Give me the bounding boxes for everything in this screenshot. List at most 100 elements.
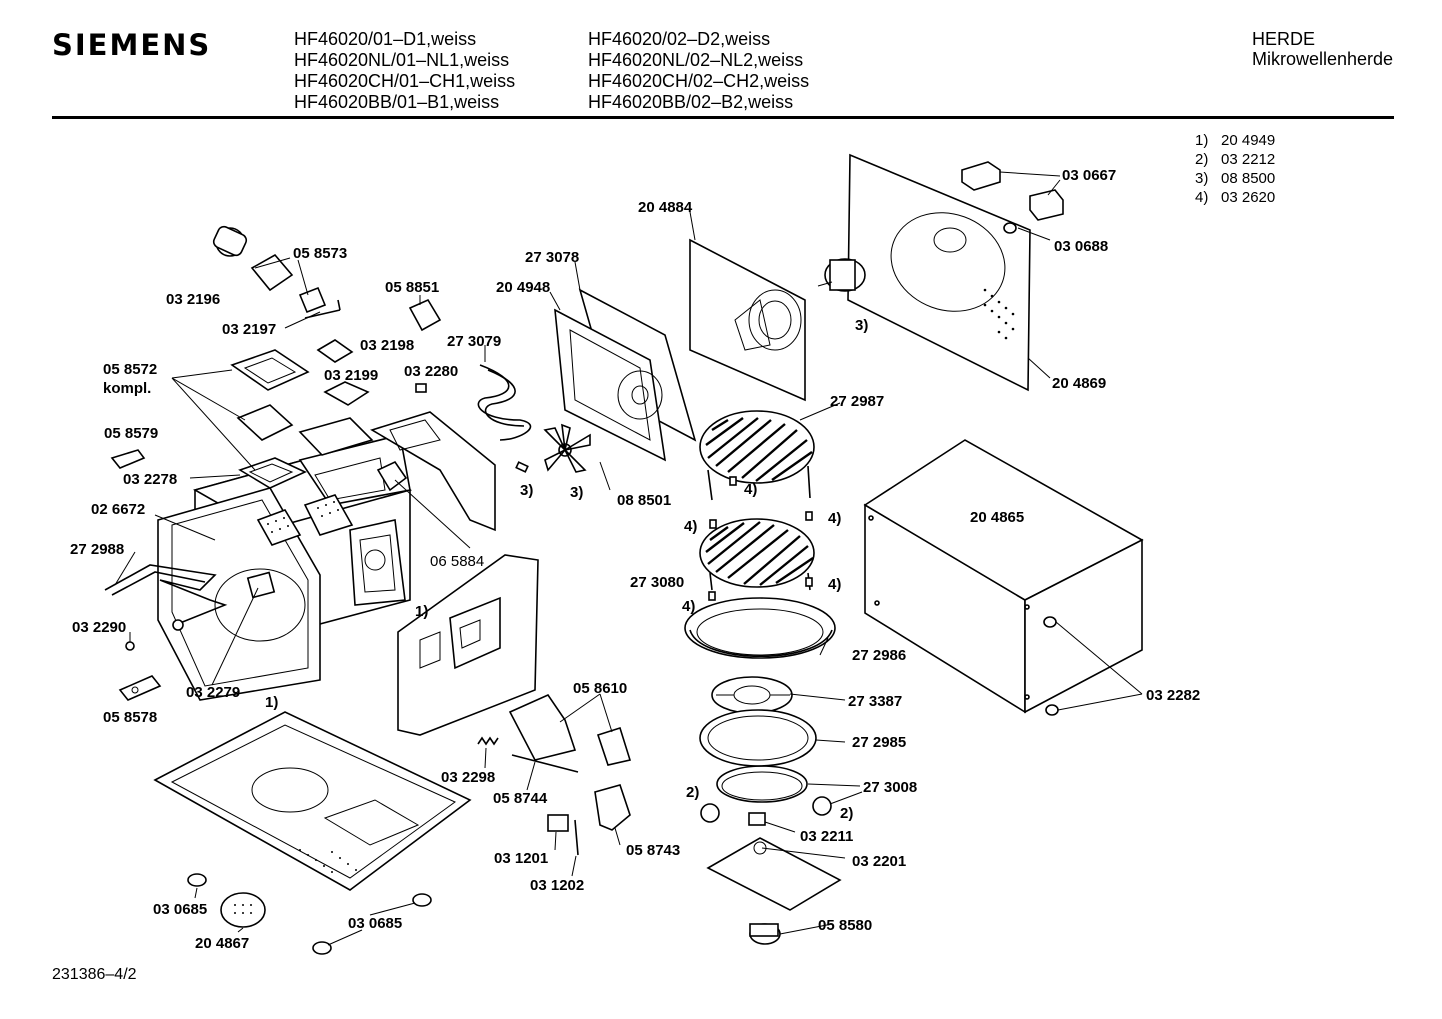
part-label: 05 8579 — [104, 425, 158, 442]
part-label: 03 0685 — [153, 901, 207, 918]
ref-mark: 1) — [265, 694, 278, 711]
part-label: 05 8743 — [626, 842, 680, 859]
lower-grill-rack — [699, 511, 815, 601]
model-entry: HF46020CH/02–CH2,weiss — [588, 71, 810, 91]
legend-row: 1)20 4949 — [1195, 132, 1276, 149]
top-grill-rack — [699, 410, 815, 501]
ref-mark: 3) — [570, 484, 583, 501]
part-label: 05 8572 — [103, 361, 157, 378]
door-latch — [594, 784, 631, 831]
connector-block — [961, 161, 1064, 234]
ref-mark: 2) — [686, 784, 699, 801]
ref-mark: 4) — [684, 518, 697, 535]
thermostat-clip — [574, 819, 579, 856]
part-label: kompl. — [103, 380, 151, 397]
part-label: 03 2279 — [186, 684, 240, 701]
glass-tray — [699, 709, 817, 767]
switch-plate — [323, 381, 370, 406]
heating-element — [477, 364, 532, 441]
header-rule — [52, 116, 1394, 119]
legend-row: 4)03 2620 — [1195, 189, 1276, 206]
part-label: 05 8580 — [818, 917, 872, 934]
fan-cover — [554, 288, 697, 462]
ref-mark: 2) — [840, 805, 853, 822]
part-label: 03 2290 — [72, 619, 126, 636]
legend-row: 3)08 8500 — [1195, 170, 1276, 187]
model-list-2: HF46020/02–D2,weiss HF46020NL/02–NL2,wei… — [588, 29, 809, 113]
part-label: 03 0685 — [348, 915, 402, 932]
turntable-plate — [684, 597, 836, 659]
outer-case — [863, 439, 1144, 716]
brand-logo: SIEMENS — [52, 28, 212, 62]
part-label: 20 4865 — [970, 509, 1024, 526]
grill-element — [104, 564, 228, 631]
part-label: 03 2211 — [800, 828, 853, 845]
part-label: 03 2298 — [441, 769, 495, 786]
control-panel-board — [397, 554, 539, 736]
motor-plate — [706, 837, 842, 911]
category-block: HERDE Mikrowellenherde — [1252, 29, 1393, 69]
part-number-labels: 03 0667 03 0688 20 4884 05 8573 03 2196 … — [70, 167, 1200, 952]
magnetron-bracket — [508, 693, 632, 766]
ref-mark: 3) — [855, 317, 868, 334]
part-label: 03 1202 — [530, 877, 584, 894]
linkage-rod — [511, 754, 579, 773]
ref-mark: 3) — [520, 482, 533, 499]
switch-bracket — [408, 298, 442, 332]
model-entry: HF46020/02–D2,weiss — [588, 29, 771, 49]
model-entry: HF46020/01–D1,weiss — [294, 29, 477, 49]
part-label: 03 2201 — [852, 853, 906, 870]
lamp-assembly — [212, 225, 341, 319]
rear-panel — [847, 153, 1031, 392]
model-entry: HF46020CH/01–CH1,weiss — [294, 71, 516, 91]
part-label: 03 1201 — [494, 850, 548, 867]
part-label: 27 2988 — [70, 541, 124, 558]
fuse-holder — [415, 383, 427, 393]
door-hook — [110, 449, 146, 469]
model-list-1: HF46020/01–D1,weiss HF46020NL/01–NL1,wei… — [294, 29, 515, 113]
footnote-legend: 1)20 4949 2)03 2212 3)08 8500 4)03 2620 — [1195, 131, 1275, 207]
vent-assembly — [230, 349, 310, 489]
fan-wheel — [543, 423, 591, 473]
fan-motor — [817, 258, 866, 292]
air-filter — [220, 892, 266, 928]
thermostat — [547, 814, 569, 832]
ref-mark: 4) — [828, 576, 841, 593]
turntable-coupling — [748, 812, 766, 826]
spacer-part — [515, 461, 529, 473]
rubber-feet — [187, 873, 432, 955]
ref-mark: 4) — [828, 510, 841, 527]
part-label: 05 8578 — [103, 709, 157, 726]
document-number: 231386–4/2 — [52, 966, 137, 983]
model-entry: HF46020BB/02–B2,weiss — [588, 92, 794, 112]
part-label: 03 2199 — [324, 367, 378, 384]
micro-switch — [316, 339, 354, 363]
model-entry: HF46020NL/02–NL2,weiss — [588, 50, 804, 70]
leader-lines — [114, 171, 1143, 946]
part-label: 03 2278 — [123, 471, 177, 488]
part-label: 03 0688 — [1054, 238, 1108, 255]
part-label: 27 3079 — [447, 333, 501, 350]
mounting-plate — [689, 238, 806, 402]
support-ring — [716, 765, 808, 803]
roller-wheels — [700, 796, 832, 823]
part-label: 27 3078 — [525, 249, 579, 266]
part-label: 20 4867 — [195, 935, 249, 952]
part-label: 20 4869 — [1052, 375, 1106, 392]
part-label: 05 8744 — [493, 790, 548, 807]
part-label: 27 3387 — [848, 693, 902, 710]
part-label: 27 2986 — [852, 647, 906, 664]
part-label: 03 2196 — [166, 291, 220, 308]
spring — [477, 736, 499, 746]
model-entry: HF46020BB/01–B1,weiss — [294, 92, 500, 112]
part-label: 20 4884 — [638, 199, 693, 216]
ref-mark: 4) — [744, 481, 757, 498]
turntable-motor — [749, 923, 781, 945]
ref-mark: 1) — [415, 603, 428, 620]
part-label: 20 4948 — [496, 279, 550, 296]
part-label: 05 8573 — [293, 245, 347, 262]
part-label: 06 5884 — [430, 553, 484, 570]
part-label: 02 6672 — [91, 501, 145, 518]
